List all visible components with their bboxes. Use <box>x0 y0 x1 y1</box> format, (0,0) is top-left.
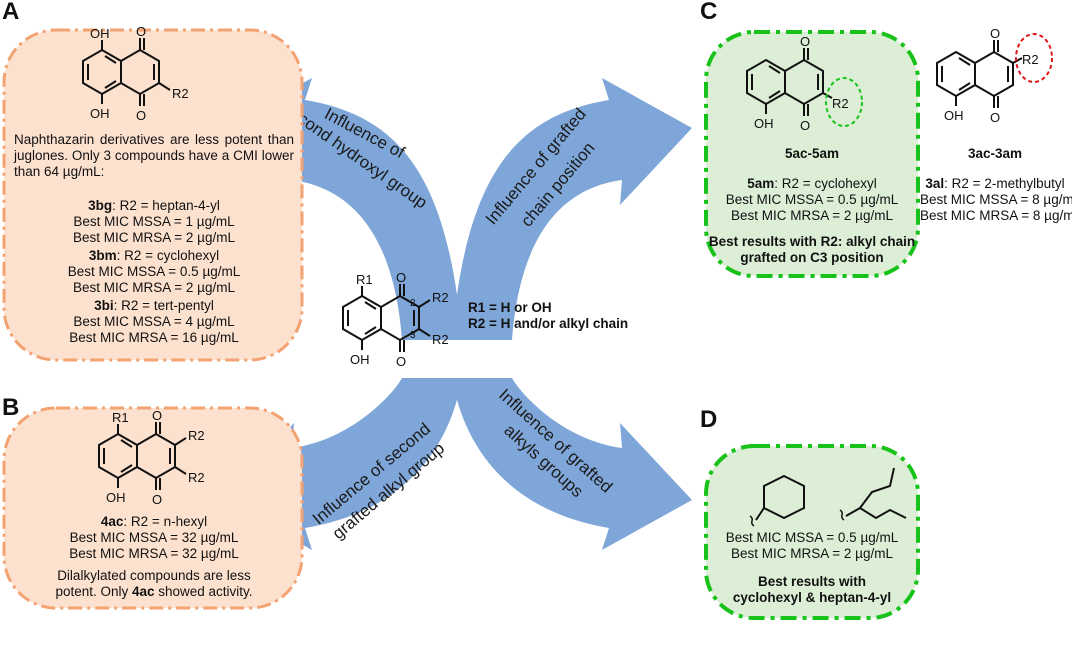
panel-c-cmp2-title: 3al: R2 = 2-methylbutyl <box>925 176 1065 191</box>
svg-text:OH: OH <box>90 106 110 121</box>
svg-text:O: O <box>136 24 146 39</box>
panel-c-cmp1-mssa: Best MIC MSSA = 0.5 µg/mL <box>725 192 899 207</box>
svg-text:O: O <box>136 108 146 123</box>
panel-c-best-line1: Best results with R2: alkyl chain <box>708 234 916 249</box>
heptan-4-yl-structure <box>839 467 907 521</box>
svg-text:O: O <box>152 492 162 507</box>
svg-text:OH: OH <box>106 490 126 505</box>
panel-b-note-line1: Dilalkylated compounds are less <box>57 568 251 583</box>
panel-letter-c: C <box>700 0 718 25</box>
svg-text:O: O <box>990 26 1000 41</box>
structure-naphthazarin: OH O OH O R2 <box>82 24 189 123</box>
svg-text:O: O <box>152 408 162 423</box>
structure-central: R1 O OH O R2 R2 2 3 <box>342 270 449 369</box>
panel-a-cmp1-mrsa: Best MIC MRSA = 2 µg/mL <box>73 230 235 245</box>
svg-text:O: O <box>800 118 810 133</box>
svg-text:R2: R2 <box>832 96 849 111</box>
panel-a-cmp3-mrsa: Best MIC MRSA = 16 µg/mL <box>69 330 239 345</box>
panel-d-mrsa: Best MIC MRSA = 2 µg/mL <box>731 546 893 561</box>
panel-c-best-line2: grafted on C3 position <box>740 250 884 265</box>
arrow-shape-c <box>452 78 692 340</box>
svg-text:2: 2 <box>410 298 416 309</box>
center-legend-r2: R2 = H and/or alkyl chain <box>468 316 629 331</box>
structure-5-series: O OH O R2 <box>746 34 863 133</box>
structure-dialkylated: R1 O OH O R2 R2 <box>98 408 205 507</box>
svg-text:R2: R2 <box>172 86 189 101</box>
panel-b-cmp-title: 4ac: R2 = n-hexyl <box>100 514 208 529</box>
panel-a-cmp2-mssa: Best MIC MSSA = 0.5 µg/mL <box>67 264 241 279</box>
panel-c-cmp2-mssa: Best MIC MSSA = 8 µg/mL <box>920 192 1072 207</box>
cyclohexyl-structure <box>749 474 805 527</box>
panel-c-cmp1-mrsa: Best MIC MRSA = 2 µg/mL <box>731 208 893 223</box>
panel-letter-b: B <box>2 394 20 421</box>
box-c <box>704 30 920 278</box>
panel-b-cmp-mssa: Best MIC MSSA = 32 µg/mL <box>69 530 239 545</box>
panel-d-mssa: Best MIC MSSA = 0.5 µg/mL <box>725 530 899 545</box>
svg-text:R2: R2 <box>432 332 449 347</box>
box-b <box>2 406 304 610</box>
panel-b-cmp-mrsa: Best MIC MRSA = 32 µg/mL <box>69 546 239 561</box>
svg-text:O: O <box>990 110 1000 125</box>
svg-text:OH: OH <box>754 116 774 131</box>
box-a <box>2 28 304 362</box>
svg-text:R1: R1 <box>356 272 373 287</box>
arrow-alkyls-groups: Influence of grafted alkyls groups <box>452 378 692 550</box>
arrow-shape-d <box>452 378 692 550</box>
panel-a-cmp1-mssa: Best MIC MSSA = 1 µg/mL <box>73 214 235 229</box>
panel-b-note-line2: potent. Only 4ac showed activity. <box>55 584 253 599</box>
panel-a-cmp1-title: 3bg: R2 = heptan-4-yl <box>88 198 220 213</box>
svg-text:R2: R2 <box>188 470 205 485</box>
svg-text:R2: R2 <box>188 428 205 443</box>
svg-text:3: 3 <box>410 330 416 341</box>
panel-a-intro: Naphthazarin derivatives are less potent… <box>14 132 294 179</box>
panel-d-best-line1: Best results with <box>757 574 867 589</box>
svg-text:O: O <box>396 270 406 285</box>
panel-c-cmp2-mrsa: Best MIC MRSA = 8 µg/mL <box>920 208 1072 223</box>
panel-a-cmp3-mssa: Best MIC MSSA = 4 µg/mL <box>73 314 235 329</box>
svg-text:O: O <box>396 354 406 369</box>
panel-c-series-3: 3ac-3am <box>967 146 1023 161</box>
svg-text:OH: OH <box>90 26 110 41</box>
svg-text:R1: R1 <box>112 410 129 425</box>
panel-c-cmp1-title: 5am: R2 = cyclohexyl <box>747 176 877 191</box>
svg-text:R2: R2 <box>432 290 449 305</box>
svg-text:OH: OH <box>944 108 964 123</box>
panel-a-cmp3-title: 3bi: R2 = tert-pentyl <box>94 298 214 313</box>
structure-3-series: O OH O R2 <box>936 26 1053 125</box>
panel-a-cmp2-mrsa: Best MIC MRSA = 2 µg/mL <box>73 280 235 295</box>
panel-d-best-line2: cyclohexyl & heptan-4-yl <box>732 590 892 605</box>
panel-letter-a: A <box>2 0 20 25</box>
panel-a-cmp2-title: 3bm: R2 = cyclohexyl <box>88 248 220 263</box>
center-legend-r1: R1 = H or OH <box>468 300 552 315</box>
svg-text:R2: R2 <box>1022 52 1039 67</box>
panel-c-series-5: 5ac-5am <box>784 146 840 161</box>
panel-letter-d: D <box>700 406 718 433</box>
box-d <box>704 444 920 620</box>
svg-text:OH: OH <box>350 352 370 367</box>
svg-text:O: O <box>800 34 810 49</box>
